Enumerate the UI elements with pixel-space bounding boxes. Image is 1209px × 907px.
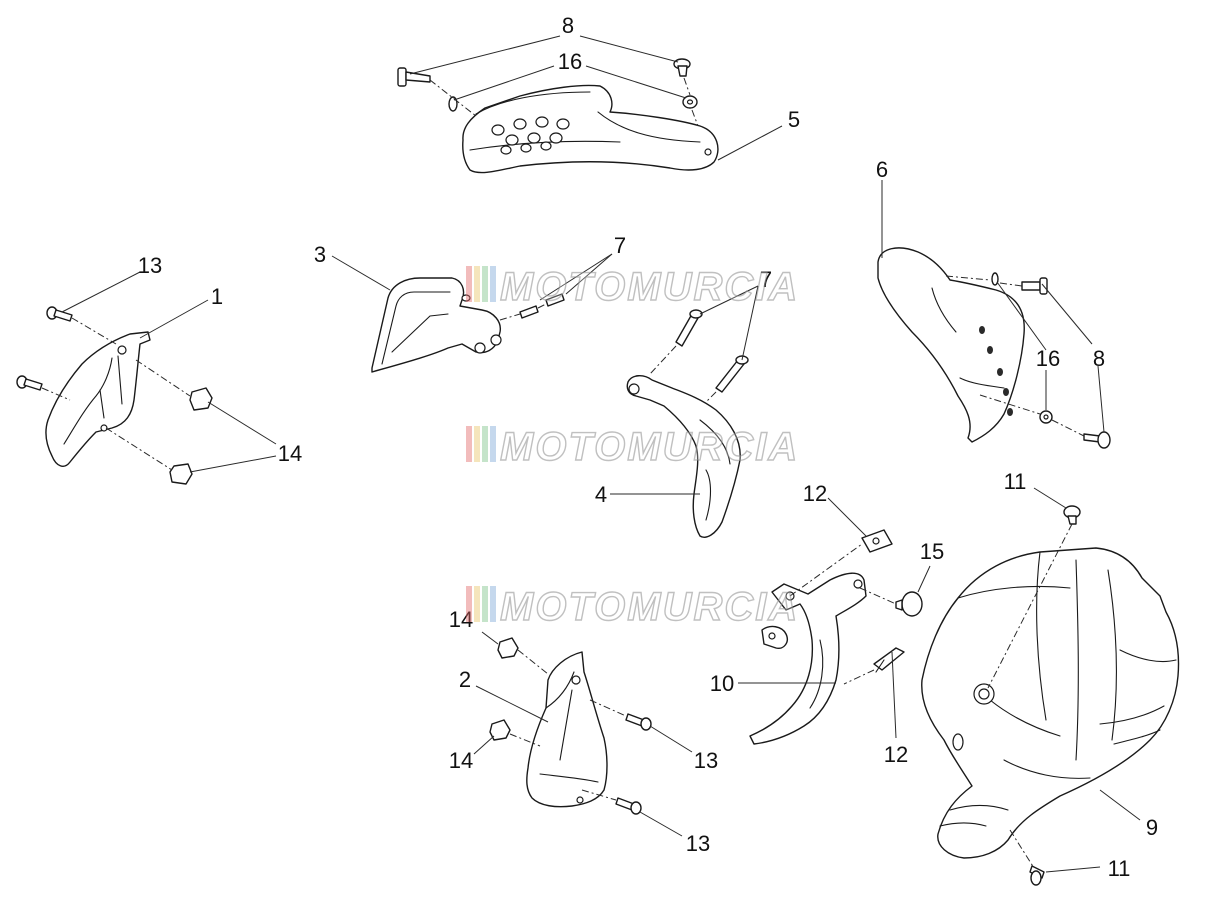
callout-7-upper: 7 [614,233,626,258]
nut-14-left-lower [169,463,193,485]
part-2-bracket-lower [526,651,608,808]
callout-15: 15 [920,539,944,564]
clip-12-lower [873,647,905,673]
washer-16-left-top [448,96,458,112]
callout-3: 3 [314,242,326,267]
part-6-heat-shield-right [877,247,1025,443]
callout-13-lower-upper: 13 [694,748,718,773]
callout-12-upper: 12 [803,481,827,506]
part-9-large-cover [921,547,1180,859]
screw-13-lower-upper [625,713,652,731]
screw-7-upper-b [545,293,565,307]
callout-numbers: 8 16 5 6 3 7 7 13 1 14 16 8 4 12 11 15 1… [138,13,1158,881]
watermark-text: MOTOMURCIA [500,585,799,629]
part-3-bracket [371,277,502,373]
screw-13-lower-lower [615,797,642,815]
plug-15 [895,591,923,617]
part-4-bracket [626,375,741,538]
leader-lines [61,35,1141,873]
nut-14-lower-lower [489,719,511,741]
callout-8-right: 8 [1093,346,1105,371]
callout-4: 4 [595,482,607,507]
callout-5: 5 [788,107,800,132]
watermark-text: MOTOMURCIA [500,265,799,309]
part-10-bracket [749,572,867,745]
nut-14-lower-upper [497,637,519,659]
callout-11-lower: 11 [1108,856,1131,881]
callout-9: 9 [1146,815,1158,840]
screw-8-right-lower [1083,431,1111,449]
screw-11-upper [1063,505,1081,525]
callout-12-lower: 12 [884,742,908,767]
screw-8-left-top [397,67,431,87]
part-1-bracket-left [45,331,151,467]
watermark-top: MOTOMURCIA [466,264,799,310]
callout-6: 6 [876,157,888,182]
callout-16-top: 16 [558,49,582,74]
callout-7-lower: 7 [760,267,772,292]
callout-13-lower-lower: 13 [686,831,710,856]
screw-11-lower [1029,865,1045,886]
callout-10: 10 [710,671,734,696]
callout-8-top: 8 [562,13,574,38]
callout-14-lower-upper: 14 [449,607,473,632]
screw-7-middle-a [675,309,703,347]
washer-16-right-top [682,95,698,109]
nut-14-left-upper [189,387,213,411]
callout-1: 1 [211,284,223,309]
screw-7-upper-a [519,305,539,319]
watermark-bottom: MOTOMURCIA [466,584,799,630]
callout-16-right: 16 [1036,346,1060,371]
callout-14-left: 14 [278,441,302,466]
screw-13-left-upper [46,306,73,322]
callout-13-left: 13 [138,253,162,278]
washer-16-right-upper [991,272,999,286]
screw-13-left-lower [16,375,43,391]
callout-14-lower-lower: 14 [449,748,473,773]
washer-16-right-lower [1039,410,1053,424]
callout-11-upper: 11 [1004,469,1027,494]
part-5-heat-shield-top [462,84,719,174]
clip-12-upper [861,529,893,553]
watermark-middle: MOTOMURCIA [466,424,799,470]
screw-7-middle-b [715,355,749,393]
watermark-text: MOTOMURCIA [500,425,799,469]
perforation-holes [491,116,712,156]
callout-2: 2 [459,667,471,692]
